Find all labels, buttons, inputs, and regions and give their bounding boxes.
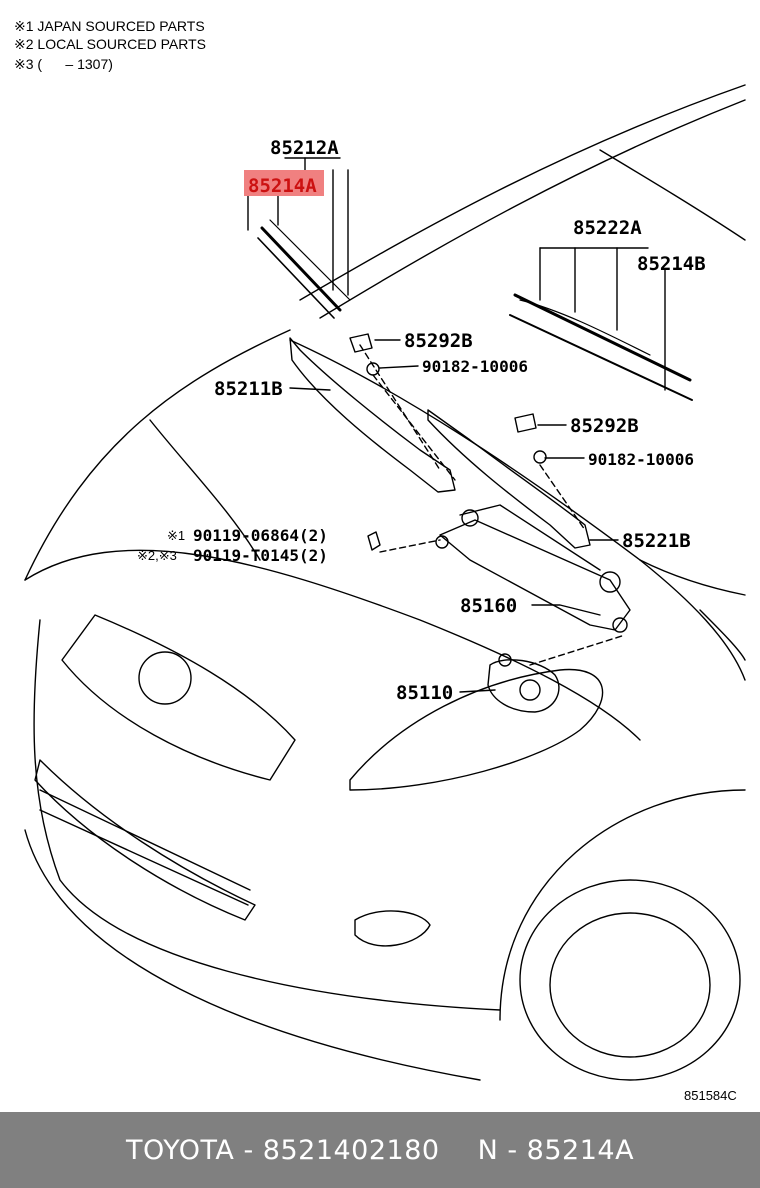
windshield-edge — [299, 84, 746, 301]
wiper-linkage — [439, 519, 631, 631]
roof-line — [599, 149, 746, 241]
label-bolt2[interactable]: 90119-T0145(2) — [193, 546, 328, 565]
footer: TOYOTA - 8521402180 N - 85214A — [0, 1112, 760, 1188]
label-bolt1[interactable]: 90119-06864(2) — [193, 526, 328, 545]
label-bolt1-prefix: ※1 — [167, 528, 185, 543]
headlamp-right — [349, 668, 604, 791]
footer-sep: - — [234, 1134, 263, 1166]
footer-bar — [0, 1112, 760, 1188]
label-85221B[interactable]: 85221B — [622, 530, 691, 552]
wiper-arm-left — [289, 337, 456, 493]
hood-outline — [24, 329, 291, 581]
grille-upper — [34, 759, 256, 921]
note-local-sourced: ※2 LOCAL SOURCED PARTS — [14, 36, 206, 52]
wiper-blade-a — [260, 226, 342, 312]
headlamp-lens — [138, 651, 192, 705]
label-85292B-upper[interactable]: 85292B — [404, 330, 473, 352]
label-90182-upper[interactable]: 90182-10006 — [422, 357, 528, 376]
fender-right — [699, 609, 746, 661]
wheel-arch — [499, 789, 746, 1021]
wiper-blade-b — [513, 293, 692, 382]
hood-front — [24, 549, 641, 741]
front-wheel — [519, 879, 741, 1081]
footer-part-number: 8521402180 — [262, 1134, 440, 1166]
footer-ref: N - 85214A — [477, 1134, 635, 1166]
wiper-arm-right — [427, 409, 591, 549]
grille-lower-2 — [39, 809, 249, 906]
fender-line — [639, 559, 746, 681]
windshield-edge-inner — [319, 99, 746, 319]
cowl-line-2 — [639, 559, 746, 596]
label-85110[interactable]: 85110 — [396, 682, 453, 704]
bumper-lower — [24, 829, 481, 1081]
nut-right — [533, 450, 547, 464]
grille-lower — [39, 789, 251, 891]
label-85212A[interactable]: 85212A — [270, 137, 339, 159]
label-85211B[interactable]: 85211B — [214, 378, 283, 400]
highlight-box — [244, 170, 324, 196]
label-bolt2-prefix: ※2,※3 — [137, 548, 177, 563]
label-85160[interactable]: 85160 — [460, 595, 517, 617]
label-85214A[interactable]: 85214A — [248, 175, 317, 197]
label-90182-lower[interactable]: 90182-10006 — [588, 450, 694, 469]
bumper-outline — [33, 619, 501, 1011]
footer-brand: TOYOTA — [125, 1134, 235, 1166]
note-japan-sourced: ※1 JAPAN SOURCED PARTS — [14, 18, 205, 34]
wiper-motor — [487, 659, 560, 713]
headlamp-left — [61, 614, 296, 781]
fog-lamp — [354, 910, 431, 947]
hood-crease — [149, 419, 261, 561]
label-85214B[interactable]: 85214B — [637, 253, 706, 275]
label-85292B-lower[interactable]: 85292B — [570, 415, 639, 437]
label-85222A[interactable]: 85222A — [573, 217, 642, 239]
cap-right — [514, 413, 537, 433]
bolt — [367, 531, 381, 551]
note-date-range: ※3 ( – 1307) — [14, 56, 113, 72]
front-wheel-inner — [549, 912, 711, 1058]
cowl-line — [289, 339, 641, 561]
cap-left — [349, 333, 373, 353]
diagram-code: 851584C — [684, 1088, 737, 1103]
